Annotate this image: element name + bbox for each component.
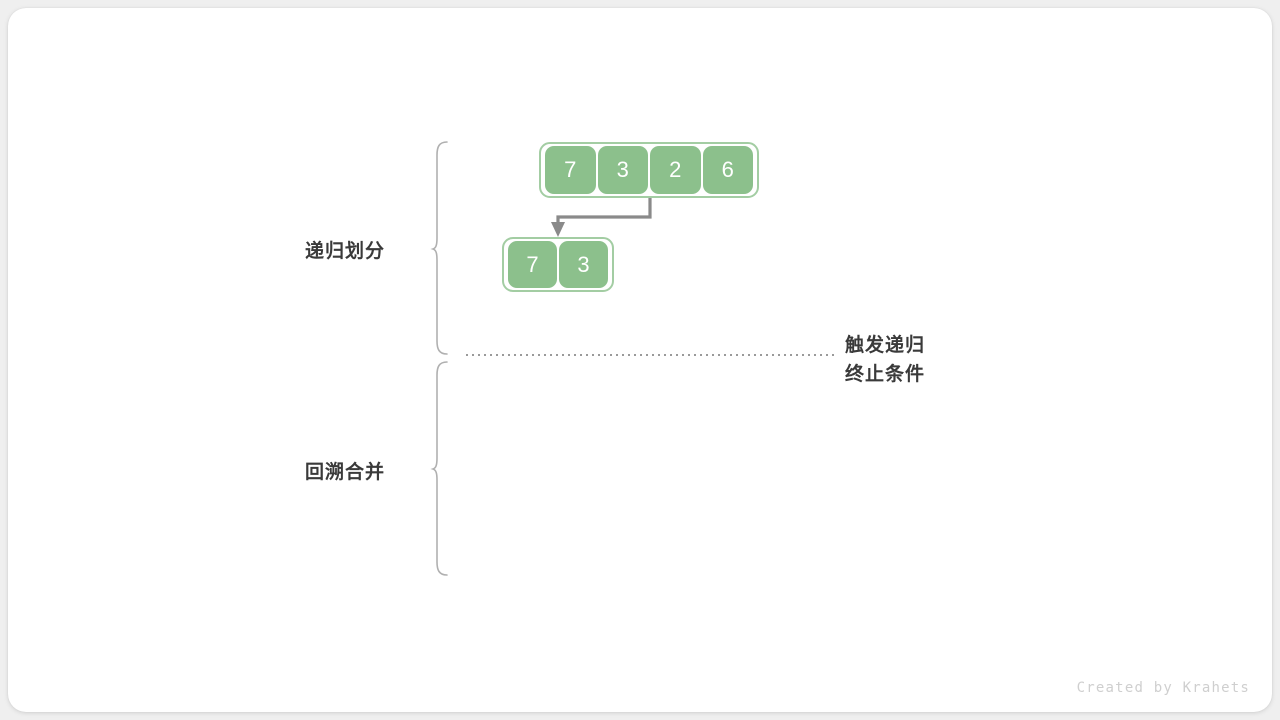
label-recursive-divide: 递归划分	[305, 241, 386, 262]
array-cell: 2	[650, 146, 701, 194]
original-array: 7 3 2 6	[539, 142, 759, 198]
divide-arrow-line	[556, 198, 652, 227]
watermark-credit: Created by Krahets	[1076, 680, 1250, 696]
white-card	[8, 8, 1272, 712]
left-subarray: 7 3	[502, 237, 614, 292]
label-backtrack-merge: 回溯合并	[305, 462, 386, 483]
termination-note-line2: 终止条件	[845, 364, 926, 385]
brace-merge	[430, 361, 448, 576]
array-cell: 3	[597, 146, 648, 194]
array-cell: 7	[545, 146, 596, 194]
brace-divide	[430, 141, 448, 355]
array-cell: 6	[702, 146, 753, 194]
termination-note: 触发递归 终止条件	[845, 331, 925, 389]
array-cell: 7	[508, 241, 557, 288]
divide-arrow-head	[551, 222, 565, 237]
array-cell: 3	[559, 241, 608, 288]
termination-note-line1: 触发递归	[845, 335, 926, 356]
